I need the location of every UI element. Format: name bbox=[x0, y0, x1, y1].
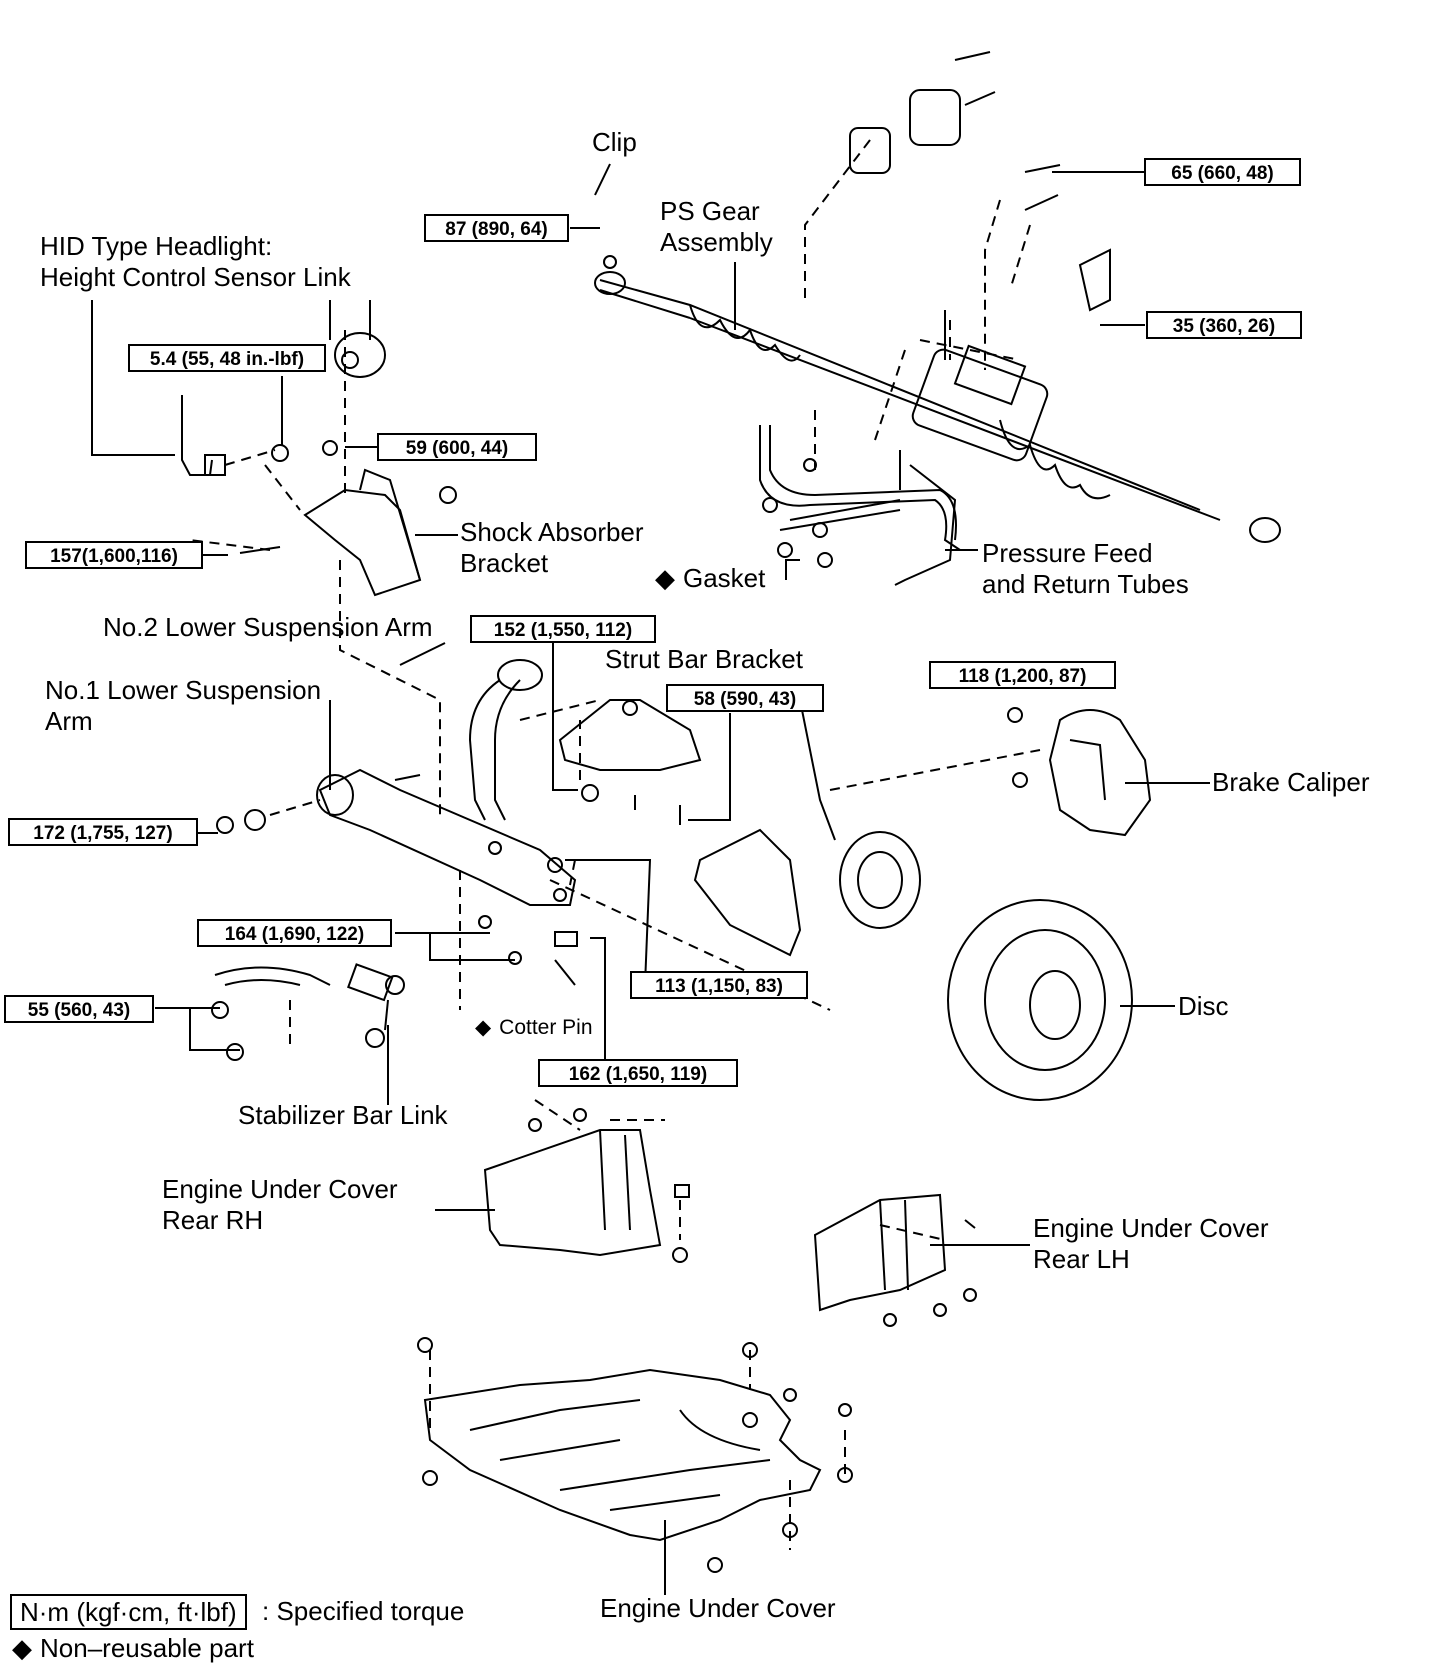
hid-label-line2: Height Control Sensor Link bbox=[40, 262, 351, 292]
no1-arm-label-line1: No.1 Lower Suspension bbox=[45, 675, 322, 705]
engine-under-cover bbox=[417, 1337, 853, 1573]
no1-arm-label-line2: Arm bbox=[45, 706, 93, 736]
engine-under-cover-rear-lh bbox=[813, 1193, 977, 1327]
shock-bracket-label-line2: Bracket bbox=[460, 548, 549, 578]
engine-under-cover-label: Engine Under Cover bbox=[600, 1593, 836, 1623]
torque-box-157: 157(1,600,116) bbox=[25, 541, 203, 569]
torque-box-164: 164 (1,690, 122) bbox=[197, 919, 392, 947]
cover-rear-rh-label-line1: Engine Under Cover bbox=[162, 1174, 398, 1204]
torque-box-113: 113 (1,150, 83) bbox=[630, 971, 808, 999]
cotter-pin-label: ◆Cotter Pin bbox=[475, 1016, 593, 1039]
pressure-feed-label-line1: Pressure Feed bbox=[982, 538, 1153, 568]
leader-lines bbox=[91, 163, 1210, 1595]
torque-box-5-4: 5.4 (55, 48 in.-lbf) bbox=[128, 344, 326, 372]
gasket-label: ◆Gasket bbox=[655, 563, 766, 593]
shock-bracket-label-line1: Shock Absorber bbox=[460, 517, 644, 547]
ps-gear-label-line2: Assembly bbox=[660, 227, 773, 257]
torque-box-152: 152 (1,550, 112) bbox=[470, 615, 656, 643]
cover-rear-lh-label-line1: Engine Under Cover bbox=[1033, 1213, 1269, 1243]
cover-rear-rh-label-line2: Rear RH bbox=[162, 1205, 264, 1235]
ps-gear-assembly bbox=[594, 255, 1281, 543]
torque-box-162: 162 (1,650, 119) bbox=[538, 1059, 738, 1087]
stabilizer-link-label: Stabilizer Bar Link bbox=[238, 1100, 448, 1130]
shock-absorber-bracket bbox=[239, 300, 457, 597]
legend-unit-box: N·m (kgf·cm, ft·lbf) bbox=[10, 1594, 247, 1630]
no1-lower-suspension-arm bbox=[216, 768, 577, 906]
steering-knuckle bbox=[693, 699, 921, 957]
no2-arm-label: No.2 Lower Suspension Arm bbox=[103, 612, 433, 642]
disc-label: Disc bbox=[1178, 991, 1229, 1021]
strut-bracket-label: Strut Bar Bracket bbox=[605, 644, 803, 674]
hid-sensor-link bbox=[181, 395, 289, 476]
no2-lower-suspension-arm bbox=[468, 659, 543, 821]
torque-box-55: 55 (560, 43) bbox=[4, 995, 154, 1023]
legend-nonreusable: ◆Non–reusable part bbox=[12, 1633, 254, 1663]
torque-box-172: 172 (1,755, 127) bbox=[8, 818, 198, 846]
torque-box-58: 58 (590, 43) bbox=[666, 684, 824, 712]
pressure-feed-label-line2: and Return Tubes bbox=[982, 569, 1189, 599]
gear-mount-parts bbox=[849, 51, 1111, 360]
non-reusable-symbol: ◆ bbox=[12, 1633, 32, 1663]
legend-torque-text: : Specified torque bbox=[262, 1596, 465, 1626]
torque-box-118: 118 (1,200, 87) bbox=[929, 661, 1116, 689]
non-reusable-symbol: ◆ bbox=[655, 563, 675, 593]
pressure-feed-tubes bbox=[759, 425, 961, 586]
strut-bar-bracket bbox=[558, 699, 702, 825]
ps-gear-label-line1: PS Gear bbox=[660, 196, 760, 226]
torque-box-35: 35 (360, 26) bbox=[1146, 311, 1302, 339]
stabilizer-parts bbox=[211, 915, 578, 1061]
clip-label: Clip bbox=[592, 127, 637, 157]
cover-rear-lh-label-line2: Rear LH bbox=[1033, 1244, 1130, 1274]
engine-under-cover-rear-rh bbox=[483, 1108, 690, 1263]
dashed-guides bbox=[189, 139, 1041, 1550]
hid-label-line1: HID Type Headlight: bbox=[40, 231, 273, 261]
brake-caliper bbox=[1007, 707, 1152, 837]
torque-box-59: 59 (600, 44) bbox=[377, 433, 537, 461]
brake-caliper-label: Brake Caliper bbox=[1212, 767, 1370, 797]
torque-box-65: 65 (660, 48) bbox=[1144, 158, 1301, 186]
brake-disc bbox=[947, 899, 1133, 1101]
torque-box-87: 87 (890, 64) bbox=[424, 214, 569, 242]
